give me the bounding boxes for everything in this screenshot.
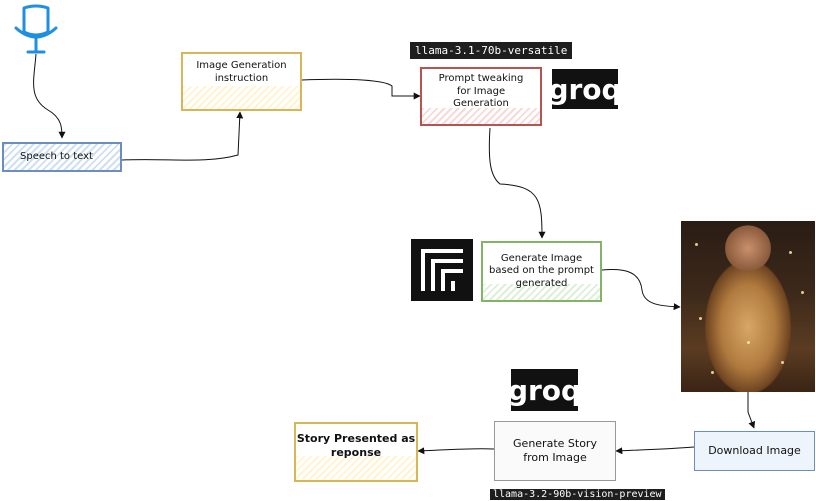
generate-image-node: Generate Image based on the prompt gener… bbox=[481, 241, 602, 302]
groq-logo-bottom-text: groq bbox=[507, 373, 582, 407]
groq-logo-bottom: groq bbox=[507, 369, 582, 411]
arrow-story-to-presented bbox=[417, 447, 495, 455]
arrow-generate-to-photo bbox=[601, 269, 681, 311]
generated-image-photo bbox=[681, 221, 815, 392]
arrow-prompt-to-generate bbox=[488, 127, 546, 239]
flux-logo-glyph bbox=[421, 249, 463, 291]
microphone-icon bbox=[14, 4, 58, 54]
arrow-photo-to-download bbox=[747, 392, 756, 429]
arrow-mic-to-speech bbox=[33, 53, 66, 139]
story-presented-node: Story Presented as reponse bbox=[294, 422, 418, 482]
speech-to-text-label: Speech to text bbox=[20, 150, 93, 162]
groq-logo-top-text: groq bbox=[548, 72, 622, 106]
flux-logo-icon bbox=[411, 239, 473, 301]
prompt-tweaking-node: Prompt tweaking for Image Generation bbox=[420, 67, 542, 126]
download-image-node: Download Image bbox=[694, 431, 815, 471]
model-label-bottom: llama-3.2-90b-vision-preview bbox=[490, 489, 665, 500]
generate-story-label: Generate Story from Image bbox=[513, 437, 597, 464]
image-gen-instruction-label: Image Generation instruction bbox=[196, 60, 287, 84]
arrow-download-to-story bbox=[615, 446, 695, 455]
download-image-label: Download Image bbox=[708, 444, 801, 458]
arrow-speech-to-instruction bbox=[121, 111, 244, 161]
speech-to-text-node: Speech to text bbox=[2, 142, 122, 172]
groq-logo-top: groq bbox=[548, 69, 622, 109]
model-label-top: llama-3.1-70b-versatile bbox=[410, 42, 573, 59]
generate-story-node: Generate Story from Image bbox=[494, 421, 616, 481]
image-gen-instruction-node: Image Generation instruction bbox=[181, 52, 302, 111]
arrow-instruction-to-prompt bbox=[301, 78, 421, 100]
prompt-tweaking-label: Prompt tweaking for Image Generation bbox=[438, 73, 524, 109]
generate-image-label: Generate Image based on the prompt gener… bbox=[489, 252, 594, 289]
story-presented-label: Story Presented as reponse bbox=[296, 432, 416, 459]
